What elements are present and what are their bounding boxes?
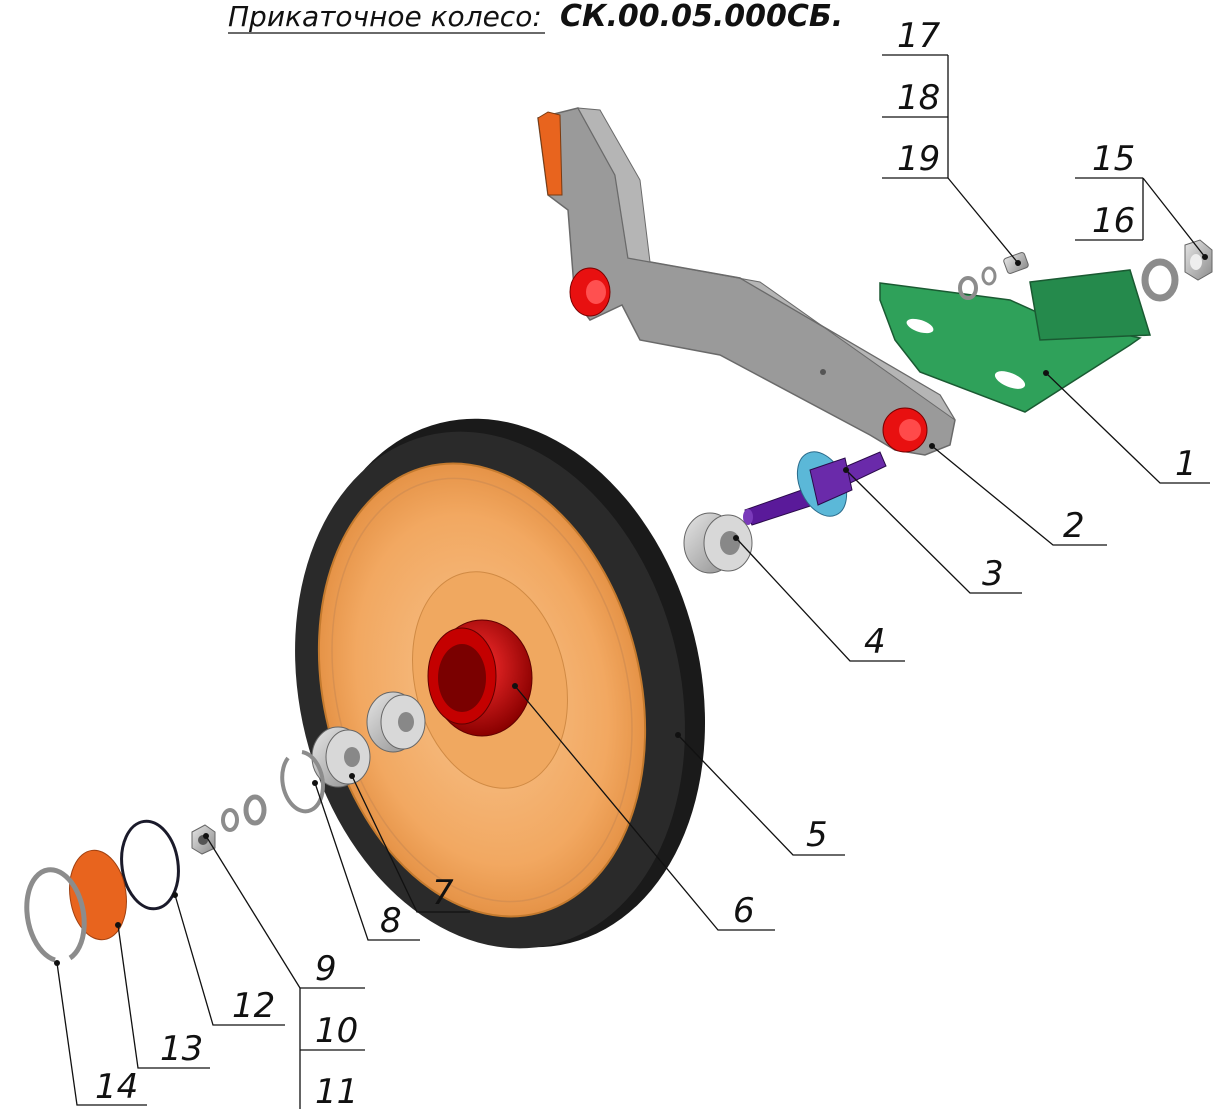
callout-11: 11	[315, 1072, 358, 1109]
retaining-ring-8	[280, 750, 325, 814]
callout-5: 5	[806, 815, 828, 855]
title-text: Прикаточное колесо:	[228, 0, 542, 33]
arm	[537, 107, 956, 456]
callout-2: 2	[1063, 506, 1085, 546]
callout-8: 8	[380, 901, 402, 941]
callout-9: 9	[315, 949, 337, 989]
callout-7: 7	[432, 873, 454, 913]
bearing-7	[311, 691, 426, 788]
retaining-ring-14	[24, 867, 87, 963]
callout-3: 3	[982, 554, 1004, 594]
bracket-1	[879, 269, 1152, 413]
callouts: 1 2 3 4 5 6 7 8 9 10 11	[54, 16, 1210, 1109]
arm-pad	[537, 111, 563, 196]
fasteners-17-19	[958, 252, 1029, 300]
callout-6: 6	[733, 891, 755, 931]
o-ring-12	[120, 819, 180, 911]
hub-6	[427, 619, 533, 737]
callout-19: 19	[897, 139, 940, 179]
bearing-4	[683, 512, 753, 574]
callout-17: 17	[897, 16, 941, 56]
fasteners-15-16	[1141, 239, 1213, 302]
callout-18: 18	[897, 78, 940, 118]
callout-13: 13	[160, 1029, 203, 1069]
callout-4: 4	[864, 622, 886, 662]
callout-14: 14	[95, 1067, 138, 1107]
callout-12: 12	[232, 986, 275, 1026]
callout-15: 15	[1092, 139, 1135, 179]
callout-10: 10	[315, 1011, 358, 1051]
bushing-2	[882, 407, 928, 453]
callout-1: 1	[1175, 444, 1197, 484]
axle-3	[743, 451, 887, 526]
fasteners-9-11	[191, 794, 267, 855]
drawing-title: Прикаточное колесо: СК.00.05.000СБ.	[228, 0, 843, 34]
callout-16: 16	[1092, 201, 1135, 241]
drawing-code: СК.00.05.000СБ.	[560, 0, 843, 34]
